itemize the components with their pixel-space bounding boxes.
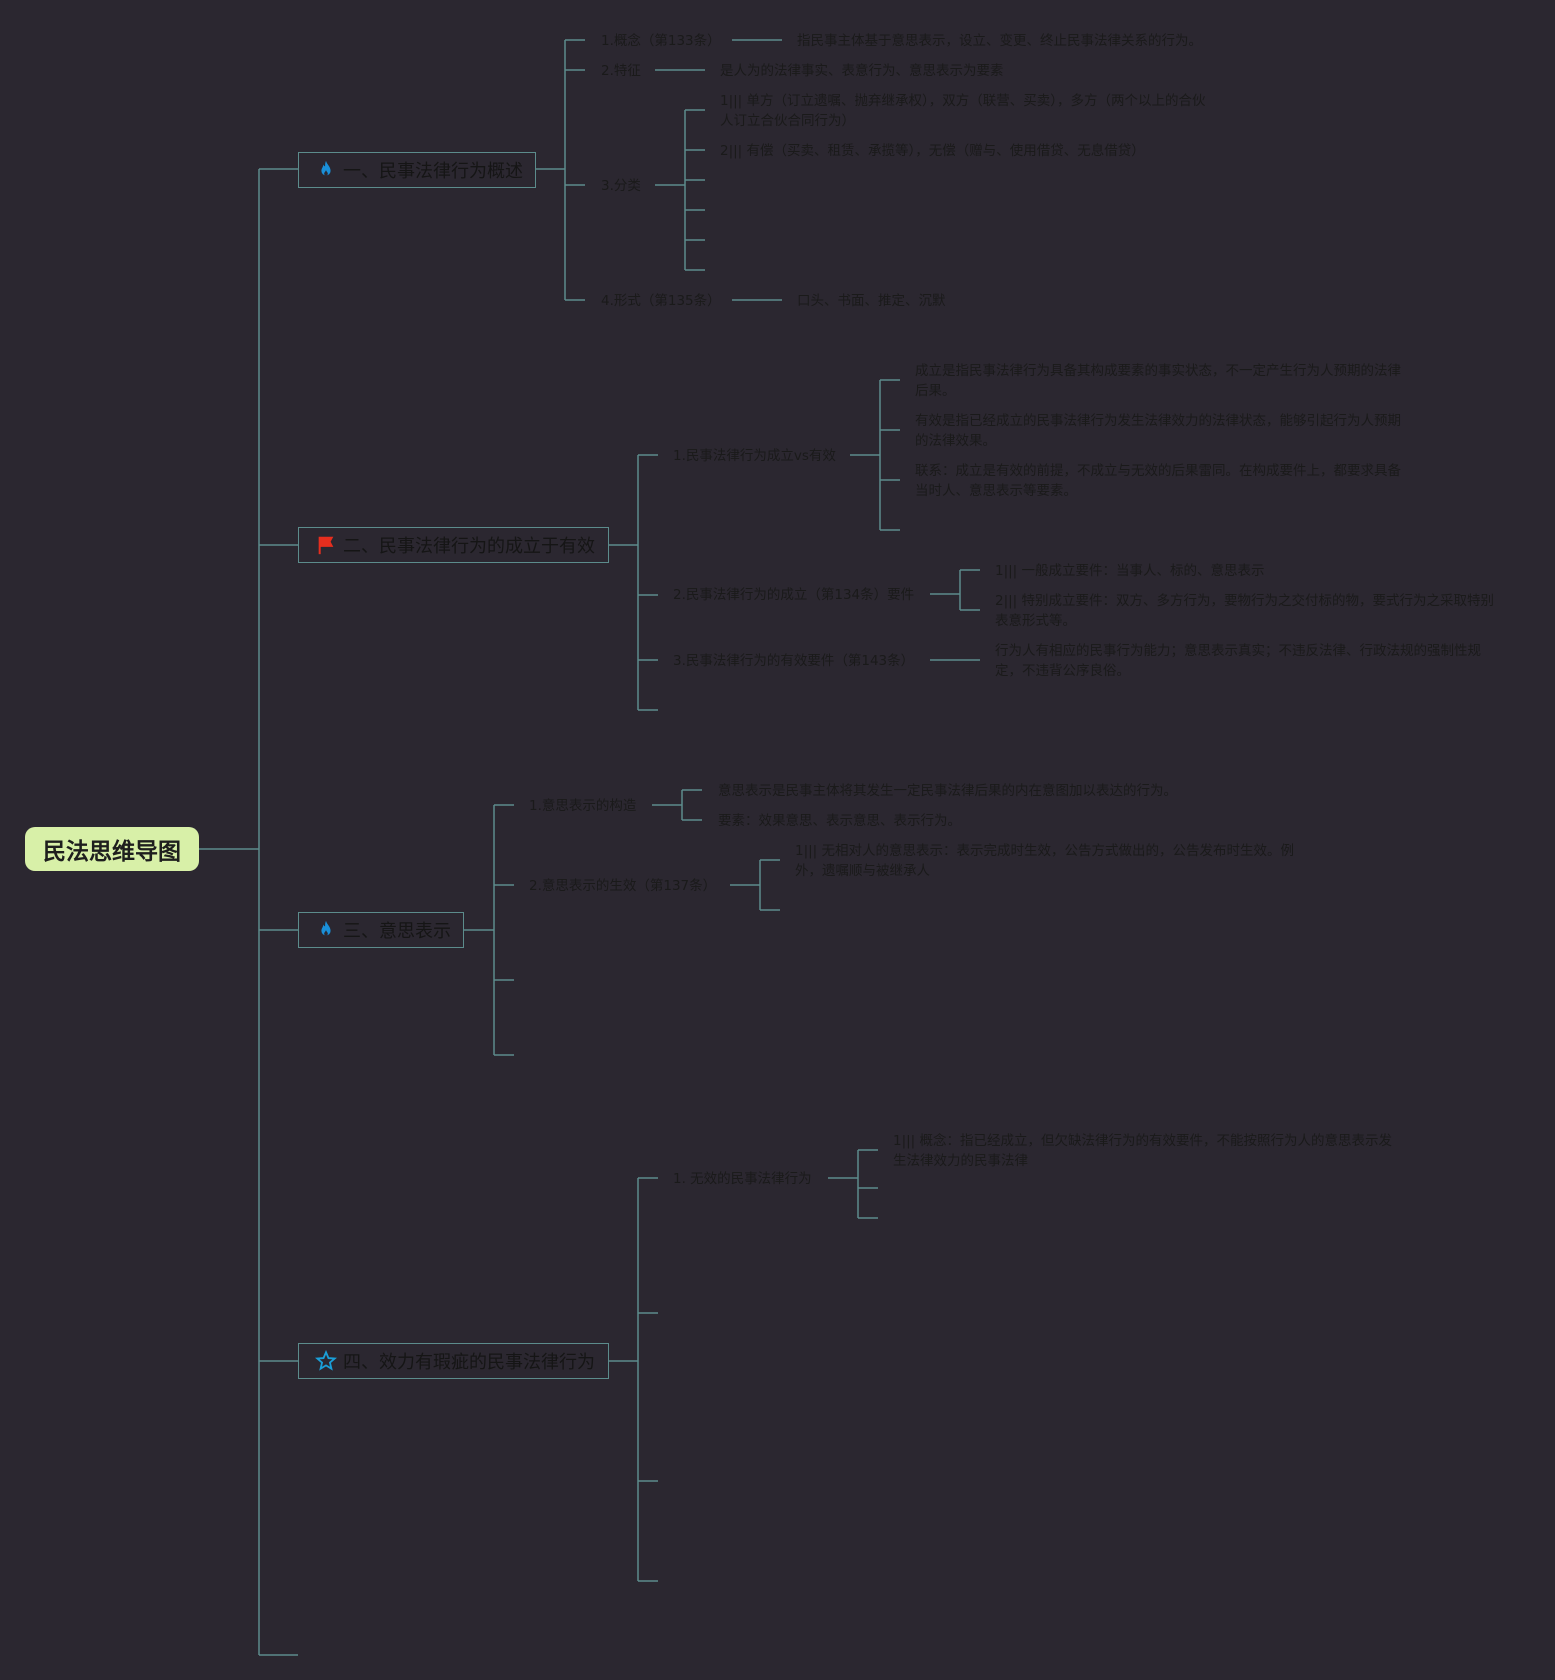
- s1-concept-node[interactable]: 1.概念（第133条）: [601, 33, 721, 49]
- topic-4-node[interactable]: 四、效力有瑕疵的民事法律行为: [298, 1343, 609, 1379]
- topic-3-label: 三、意思表示: [343, 921, 451, 942]
- s3-b-node[interactable]: 2.意思表示的生效（第137条）: [529, 878, 717, 894]
- s4-a-node[interactable]: 1. 无效的民事法律行为: [673, 1171, 812, 1187]
- star-outline-icon: [315, 1350, 337, 1371]
- s3-a-node[interactable]: 1.意思表示的构造: [529, 798, 637, 814]
- s1-feature-definition[interactable]: 是人为的法律事实、表意行为、意思表示为要素: [720, 63, 1004, 79]
- topic-1-label: 一、民事法律行为概述: [343, 161, 523, 182]
- s1-class-item-a[interactable]: 1||| 单方（订立遗嘱、抛弃继承权），双方（联营、买卖），多方（两个以上的合伙…: [720, 93, 1206, 129]
- s2-b-item-1[interactable]: 1||| 一般成立要件：当事人、标的、意思表示: [995, 563, 1265, 579]
- root-node[interactable]: 民法思维导图: [25, 827, 199, 871]
- s1-feature-node[interactable]: 2.特征: [601, 63, 641, 79]
- s2-a-item-1[interactable]: 成立是指民事法律行为具备其构成要素的事实状态，不一定产生行为人预期的法律后果。: [915, 363, 1401, 399]
- topic-1-node[interactable]: 一、民事法律行为概述: [298, 152, 536, 188]
- s4-a-item-1[interactable]: 1||| 概念：指已经成立，但欠缺法律行为的有效要件，不能按照行为人的意思表示发…: [893, 1133, 1393, 1169]
- s2-a-item-2[interactable]: 有效是指已经成立的民事法律行为发生法律效力的法律状态，能够引起行为人预期的法律效…: [915, 413, 1401, 449]
- s3-b-item-1[interactable]: 1||| 无相对人的意思表示：表示完成时生效，公告方式做出的，公告发布时生效。例…: [795, 843, 1295, 879]
- s1-form-node[interactable]: 4.形式（第135条）: [601, 293, 721, 309]
- s2-a-item-3[interactable]: 联系：成立是有效的前提，不成立与无效的后果雷同。在构成要件上，都要求具备当时人、…: [915, 463, 1401, 499]
- topic-2-label: 二、民事法律行为的成立于有效: [343, 536, 595, 557]
- s2-c-node[interactable]: 3.民事法律行为的有效要件（第143条）: [673, 653, 915, 669]
- s2-c-item-1[interactable]: 行为人有相应的民事行为能力；意思表示真实；不违反法律、行政法规的强制性规定，不违…: [995, 643, 1481, 679]
- topic-4-label: 四、效力有瑕疵的民事法律行为: [343, 1352, 595, 1373]
- root-title: 民法思维导图: [43, 839, 181, 865]
- red-flag-icon: [318, 536, 334, 555]
- s2-a-node[interactable]: 1.民事法律行为成立vs有效: [673, 448, 836, 464]
- s3-a-item-2[interactable]: 要素：效果意思、表示意思、表示行为。: [718, 813, 961, 829]
- topic-2-node[interactable]: 二、民事法律行为的成立于有效: [298, 527, 609, 563]
- s3-a-item-1[interactable]: 意思表示是民事主体将其发生一定民事法律后果的内在意图加以表达的行为。: [718, 783, 1177, 799]
- s1-class-node[interactable]: 3.分类: [601, 178, 641, 194]
- s1-concept-definition[interactable]: 指民事主体基于意思表示，设立、变更、终止民事法律关系的行为。: [797, 33, 1202, 49]
- s1-form-definition[interactable]: 口头、书面、推定、沉默: [797, 293, 946, 309]
- s2-b-node[interactable]: 2.民事法律行为的成立（第134条）要件: [673, 587, 915, 603]
- s2-b-item-2[interactable]: 2||| 特别成立要件：双方、多方行为，要物行为之交付标的物，要式行为之采取特别…: [995, 593, 1495, 629]
- topic-3-node[interactable]: 三、意思表示: [298, 912, 464, 948]
- fire-icon: [321, 920, 331, 936]
- s1-class-item-b[interactable]: 2||| 有偿（买卖、租赁、承揽等），无偿（赠与、使用借贷、无息借贷）: [720, 143, 1145, 159]
- fire-icon: [321, 160, 331, 176]
